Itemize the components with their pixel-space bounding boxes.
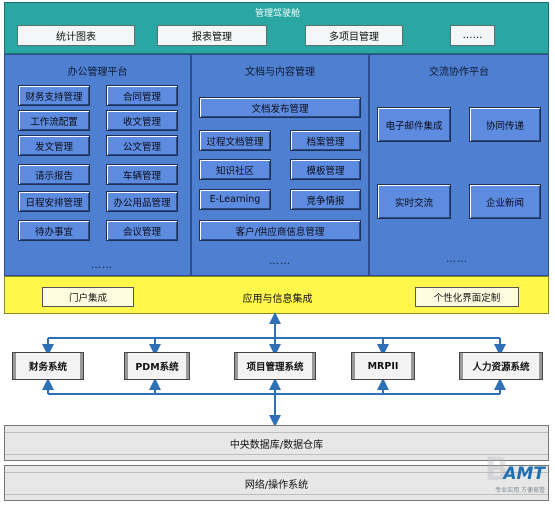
report-management-box[interactable]: 报表管理 [157, 25, 267, 46]
collaboration-more-ellipsis: …… [446, 254, 468, 265]
hr-system-box[interactable]: 人力资源系统 [459, 352, 543, 380]
portal-integration-box[interactable]: 门户集成 [42, 287, 134, 307]
office-right-item-5[interactable]: 办公用品管理 [106, 191, 178, 212]
watermark-ghost-mark: B [484, 450, 509, 488]
competitive-intelligence-box[interactable]: 竞争情报 [290, 189, 361, 210]
office-left-item-2[interactable]: 工作流配置 [18, 110, 90, 131]
office-right-item-2[interactable]: 收文管理 [106, 110, 178, 131]
central-database-bar: 中央数据库/数据仓库 [4, 425, 549, 461]
net-stripe [5, 494, 548, 495]
archive-management-box[interactable]: 档案管理 [290, 130, 361, 151]
office-platform-title: 办公管理平台 [67, 67, 128, 78]
office-right-item-6[interactable]: 会议管理 [106, 220, 178, 241]
document-publish-box[interactable]: 文档发布管理 [199, 97, 361, 118]
office-more-ellipsis: …… [91, 260, 113, 271]
cockpit-more-box[interactable]: …… [450, 25, 495, 46]
db-stripe [5, 454, 548, 455]
office-left-item-4[interactable]: 请示报告 [18, 164, 90, 185]
network-os-label: 网络/操作系统 [244, 479, 309, 491]
process-document-box[interactable]: 过程文档管理 [199, 130, 271, 151]
multi-project-management-box[interactable]: 多项目管理 [305, 25, 403, 46]
net-stripe [5, 472, 548, 473]
personalized-ui-box[interactable]: 个性化界面定制 [415, 287, 519, 307]
office-right-item-3[interactable]: 公文管理 [106, 135, 178, 156]
integration-band: 门户集成 应用与信息集成 个性化界面定制 [4, 276, 549, 314]
central-database-label: 中央数据库/数据仓库 [229, 439, 324, 451]
document-more-ellipsis: …… [269, 256, 291, 267]
email-integration-box[interactable]: 电子邮件集成 [377, 107, 451, 142]
collaboration-platform-title: 交流协作平台 [429, 67, 489, 78]
office-right-item-1[interactable]: 合同管理 [106, 85, 178, 106]
application-integration-label: 应用与信息集成 [242, 294, 313, 305]
customer-supplier-box[interactable]: 客户/供应商信息管理 [199, 220, 361, 241]
knowledge-community-box[interactable]: 知识社区 [199, 159, 271, 180]
realtime-communication-box[interactable]: 实时交流 [377, 184, 451, 219]
statistics-charts-box[interactable]: 统计图表 [17, 25, 135, 46]
office-left-item-1[interactable]: 财务支持管理 [18, 85, 90, 106]
mrpii-system-box[interactable]: MRPII [351, 352, 415, 380]
amt-watermark: B AMT 专业实用 方便易管 [459, 450, 549, 502]
office-left-item-5[interactable]: 日程安排管理 [18, 191, 90, 212]
office-left-item-6[interactable]: 待办事宜 [18, 220, 90, 241]
cockpit-title: 管理驾驶舱 [254, 9, 300, 19]
office-right-item-4[interactable]: 车辆管理 [106, 164, 178, 185]
db-stripe [5, 432, 548, 433]
elearning-box[interactable]: E-Learning [199, 189, 271, 210]
project-management-system-box[interactable]: 项目管理系统 [234, 352, 316, 380]
office-platform-panel: 办公管理平台 财务支持管理 工作流配置 发文管理 请示报告 日程安排管理 待办事… [4, 54, 191, 276]
management-cockpit: 管理驾驶舱 统计图表 报表管理 多项目管理 …… [4, 2, 549, 54]
collaboration-platform-panel: 交流协作平台 电子邮件集成 协同传递 实时交流 企业新闻 …… [369, 54, 549, 276]
enterprise-news-box[interactable]: 企业新闻 [469, 184, 541, 219]
finance-system-box[interactable]: 财务系统 [12, 352, 84, 380]
office-left-item-3[interactable]: 发文管理 [18, 135, 90, 156]
amt-tagline: 专业实用 方便易管 [495, 487, 545, 494]
pdm-system-box[interactable]: PDM系统 [124, 352, 190, 380]
network-os-bar: 网络/操作系统 [4, 465, 549, 501]
collaborative-delivery-box[interactable]: 协同传递 [469, 107, 541, 142]
document-platform-title: 文档与内容管理 [245, 67, 315, 78]
document-platform-panel: 文档与内容管理 文档发布管理 过程文档管理 知识社区 E-Learning 档案… [191, 54, 369, 276]
template-management-box[interactable]: 模板管理 [290, 159, 361, 180]
amt-logo: AMT [503, 464, 545, 484]
